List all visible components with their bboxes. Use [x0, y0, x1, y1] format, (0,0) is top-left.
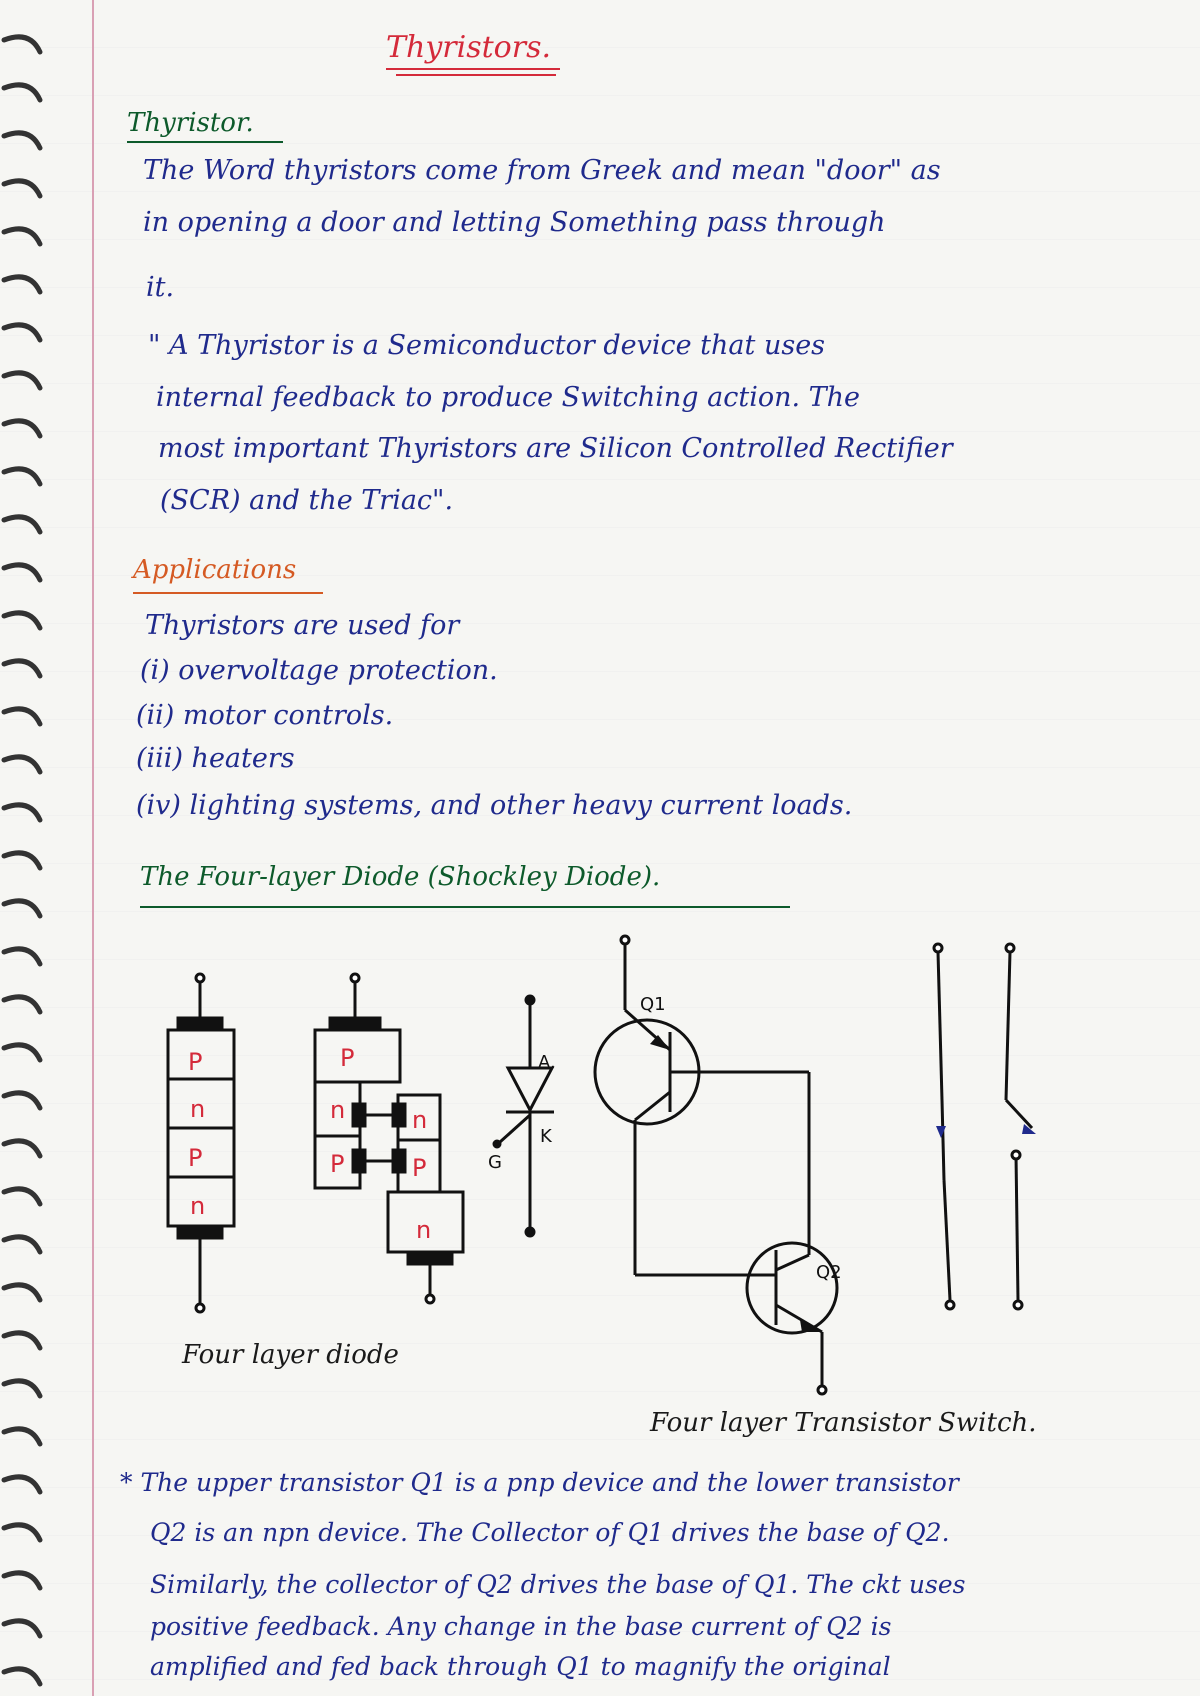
- applications-line-1: Thyristors are used for: [145, 610, 460, 641]
- stack-label-n2: n: [190, 1192, 205, 1220]
- split-label-n1: n: [330, 1096, 345, 1124]
- four-layer-heading: The Four-layer Diode (Shockley Diode).: [140, 862, 661, 892]
- notes-line-1: * The upper transistor Q1 is a pnp devic…: [120, 1468, 959, 1497]
- paragraph-line-5: internal feedback to produce Switching a…: [156, 382, 861, 413]
- applications-line-3: (ii) motor controls.: [136, 700, 394, 731]
- thyristor-heading-underline: [127, 141, 283, 143]
- caption-transistor-switch: Four layer Transistor Switch.: [650, 1408, 1037, 1438]
- four-layer-split: [313, 972, 465, 1305]
- notes-line-4: positive feedback. Any change in the bas…: [150, 1612, 892, 1641]
- q2-label: Q2: [816, 1262, 842, 1283]
- paragraph-line-1: The Word thyristors come from Greek and …: [143, 155, 941, 186]
- margin-line: [92, 0, 94, 1696]
- stack-label-p2: P: [188, 1144, 202, 1172]
- q1-label: Q1: [640, 994, 666, 1015]
- notes-line-5: amplified and fed back through Q1 to mag…: [150, 1652, 891, 1681]
- caption-four-layer-diode: Four layer diode: [182, 1340, 399, 1370]
- stack-label-n1: n: [190, 1095, 205, 1123]
- applications-line-4: (iii) heaters: [136, 743, 295, 774]
- paragraph-line-3: it.: [146, 272, 175, 303]
- four-layer-diagrams: P n P n P n P n P n A. K G Q1 Q2: [166, 934, 1036, 1396]
- page-title: Thyristors.: [386, 30, 551, 65]
- scr-symbol: [492, 994, 555, 1238]
- scr-anode-label: A.: [538, 1052, 556, 1073]
- applications-heading-underline: [133, 592, 323, 594]
- paragraph-line-6: most important Thyristors are Silicon Co…: [158, 433, 953, 464]
- switch-equivalents: [932, 942, 1034, 1311]
- title-underline: [386, 68, 560, 70]
- spiral-binding: [1, 34, 43, 1687]
- paragraph-line-7: (SCR) and the Triac".: [160, 485, 454, 516]
- scr-gate-label: G: [488, 1152, 502, 1173]
- notes-line-2: Q2 is an npn device. The Collector of Q1…: [150, 1518, 950, 1547]
- thyristor-heading: Thyristor.: [127, 108, 254, 138]
- applications-line-5: (iv) lighting systems, and other heavy c…: [136, 790, 853, 821]
- split-label-n2: n: [412, 1106, 427, 1134]
- title-underline-2: [396, 74, 556, 76]
- applications-line-2: (i) overvoltage protection.: [140, 655, 498, 686]
- paragraph-line-2: in opening a door and letting Something …: [143, 207, 886, 238]
- notes-line-3: Similarly, the collector of Q2 drives th…: [150, 1570, 966, 1599]
- paragraph-line-4: " A Thyristor is a Semiconductor device …: [148, 330, 826, 361]
- transistor-switch: [593, 934, 839, 1396]
- applications-heading: Applications: [133, 555, 297, 585]
- four-layer-heading-underline: [140, 906, 790, 908]
- split-label-p1: P: [340, 1044, 354, 1072]
- stack-label-p1: P: [188, 1048, 202, 1076]
- scr-cathode-label: K: [540, 1126, 553, 1147]
- split-label-p3: P: [412, 1154, 426, 1182]
- split-label-n3: n: [416, 1216, 431, 1244]
- four-layer-stack: [166, 972, 236, 1314]
- split-label-p2: P: [330, 1150, 344, 1178]
